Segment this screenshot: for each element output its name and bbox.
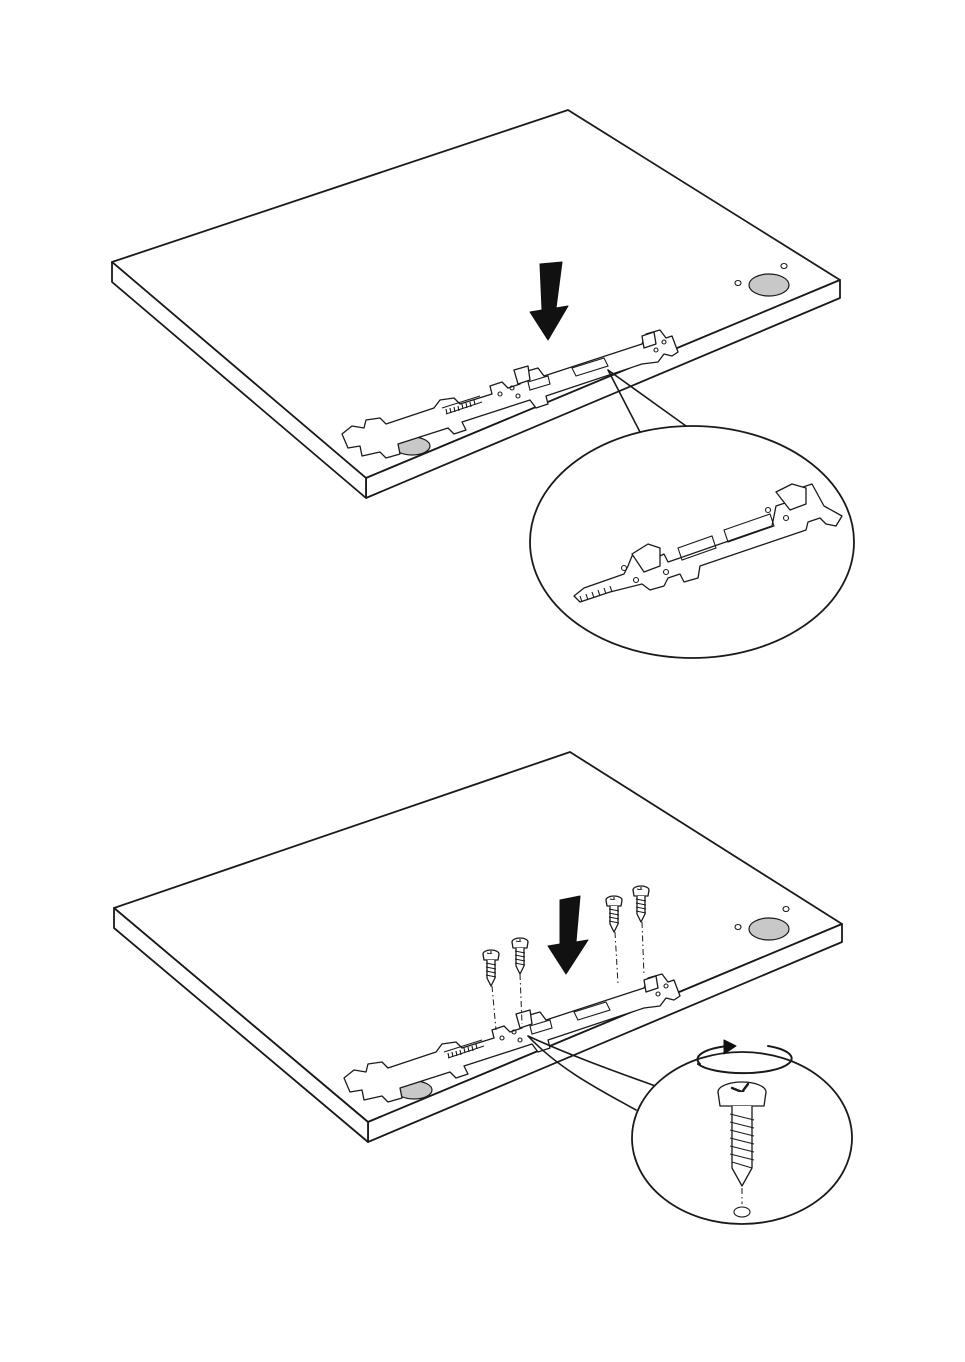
panel-top-face	[112, 110, 840, 478]
hinge-cup-disc	[749, 274, 789, 296]
step-1-illustration	[112, 110, 854, 658]
hinge-cup-disc	[749, 918, 789, 940]
step-2-illustration	[114, 752, 852, 1224]
detail-circle	[530, 426, 854, 658]
